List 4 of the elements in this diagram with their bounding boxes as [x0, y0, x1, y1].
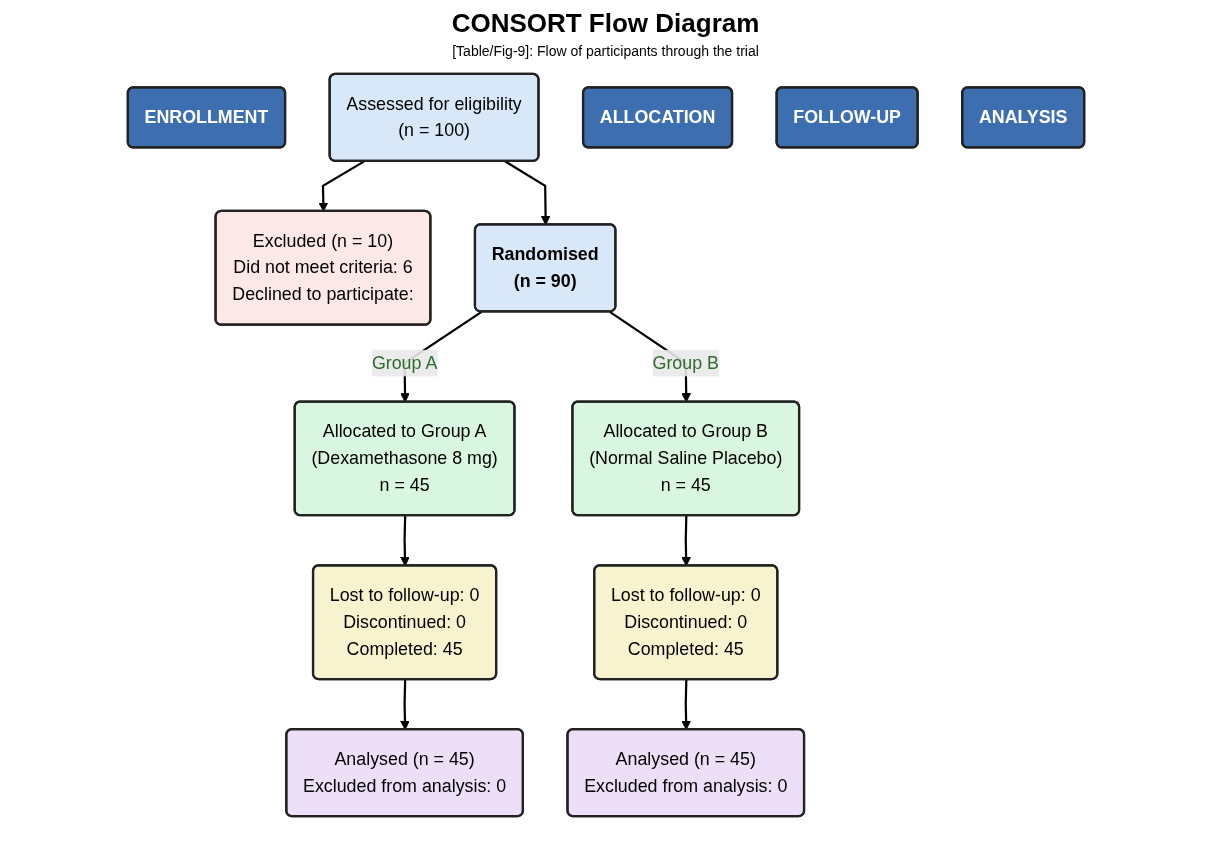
edge-label: Group A	[371, 353, 437, 373]
diagram-title: CONSORT Flow Diagram	[451, 8, 760, 39]
diagram-caption: [Table/Fig-9]: Flow of participants through the trial	[452, 43, 759, 59]
edge-label: Group B	[652, 353, 719, 373]
